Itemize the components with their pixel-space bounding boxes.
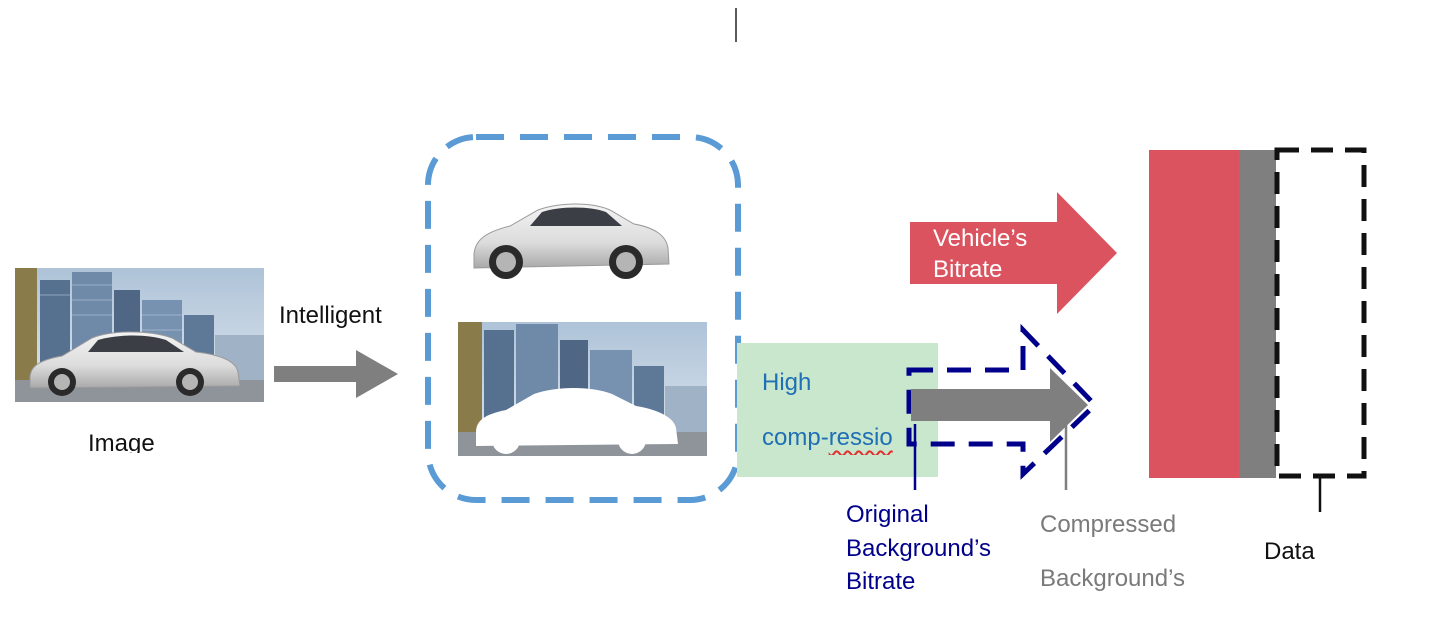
vehicle-bitrate-label-line2: Bitrate: [933, 256, 1003, 283]
compressed-label-line2: Background’s: [1040, 565, 1185, 592]
image-label: Image: [88, 430, 155, 453]
compression-label: comp-ressio: [762, 421, 908, 455]
original-label-line2: Background’s: [846, 535, 991, 562]
compressed-label-line1: Compressed: [1040, 511, 1177, 538]
vehicle-bitrate-arrow: [910, 192, 1117, 314]
vehicle-data-bar: [1149, 150, 1239, 478]
data-label: Data: [1264, 538, 1315, 565]
vehicle-bitrate-label-line1: Vehicle’s: [933, 225, 1028, 252]
original-label-line1: Original: [846, 501, 929, 528]
segmented-vehicle-image: [473, 203, 670, 279]
original-background-arrow: [906, 323, 1099, 480]
intelligent-arrow: [274, 350, 398, 398]
high-label: High: [762, 369, 812, 396]
segmentation-box: [425, 134, 741, 503]
intelligent-label: Intelligent: [279, 302, 382, 329]
high-compression-box: [737, 343, 938, 477]
segmented-background-image: [458, 322, 707, 456]
compressed-background-arrow: [911, 368, 1088, 442]
original-label-line3: Bitrate: [846, 568, 916, 595]
compression-text-misspelled: ressio: [828, 424, 893, 451]
input-image: [15, 268, 264, 402]
saved-data-bar: [1274, 147, 1367, 479]
compression-text-prefix: comp-: [762, 424, 829, 451]
background-data-bar: [1239, 150, 1276, 478]
